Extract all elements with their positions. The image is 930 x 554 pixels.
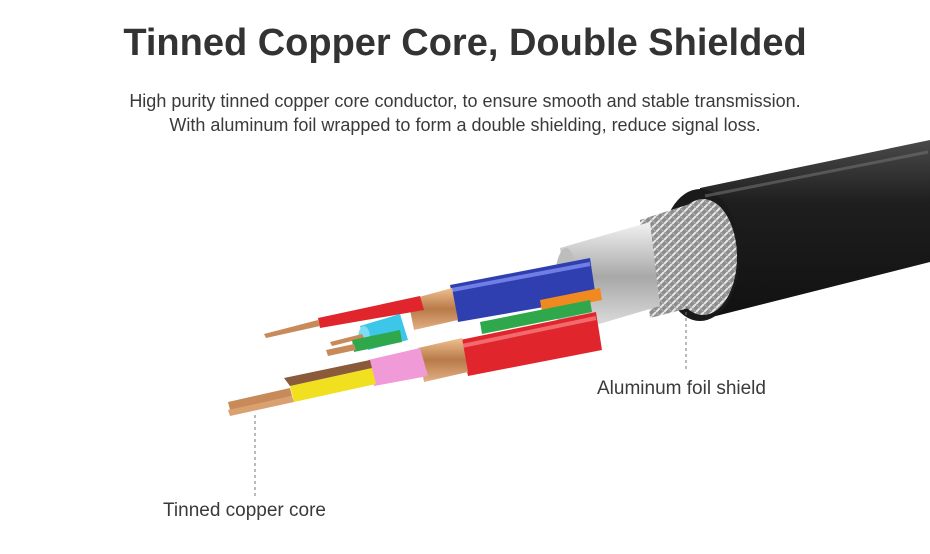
wire-red-top [264,296,424,338]
wire-orange [540,288,602,312]
page-title: Tinned Copper Core, Double Shielded [123,22,807,64]
subtitle-line-1: High purity tinned copper core conductor… [129,91,801,111]
braided-shield [640,199,737,318]
wire-green-small [326,330,402,356]
wire-red-main [418,312,602,382]
wire-yellow [228,360,376,416]
label-copper-core: Tinned copper core [163,500,327,521]
wire-green-top [480,300,592,334]
label-foil-shield: Aluminum foil shield [597,378,766,399]
subtitle-line-2: With aluminum foil wrapped to form a dou… [169,115,761,135]
wire-pink [368,348,428,386]
